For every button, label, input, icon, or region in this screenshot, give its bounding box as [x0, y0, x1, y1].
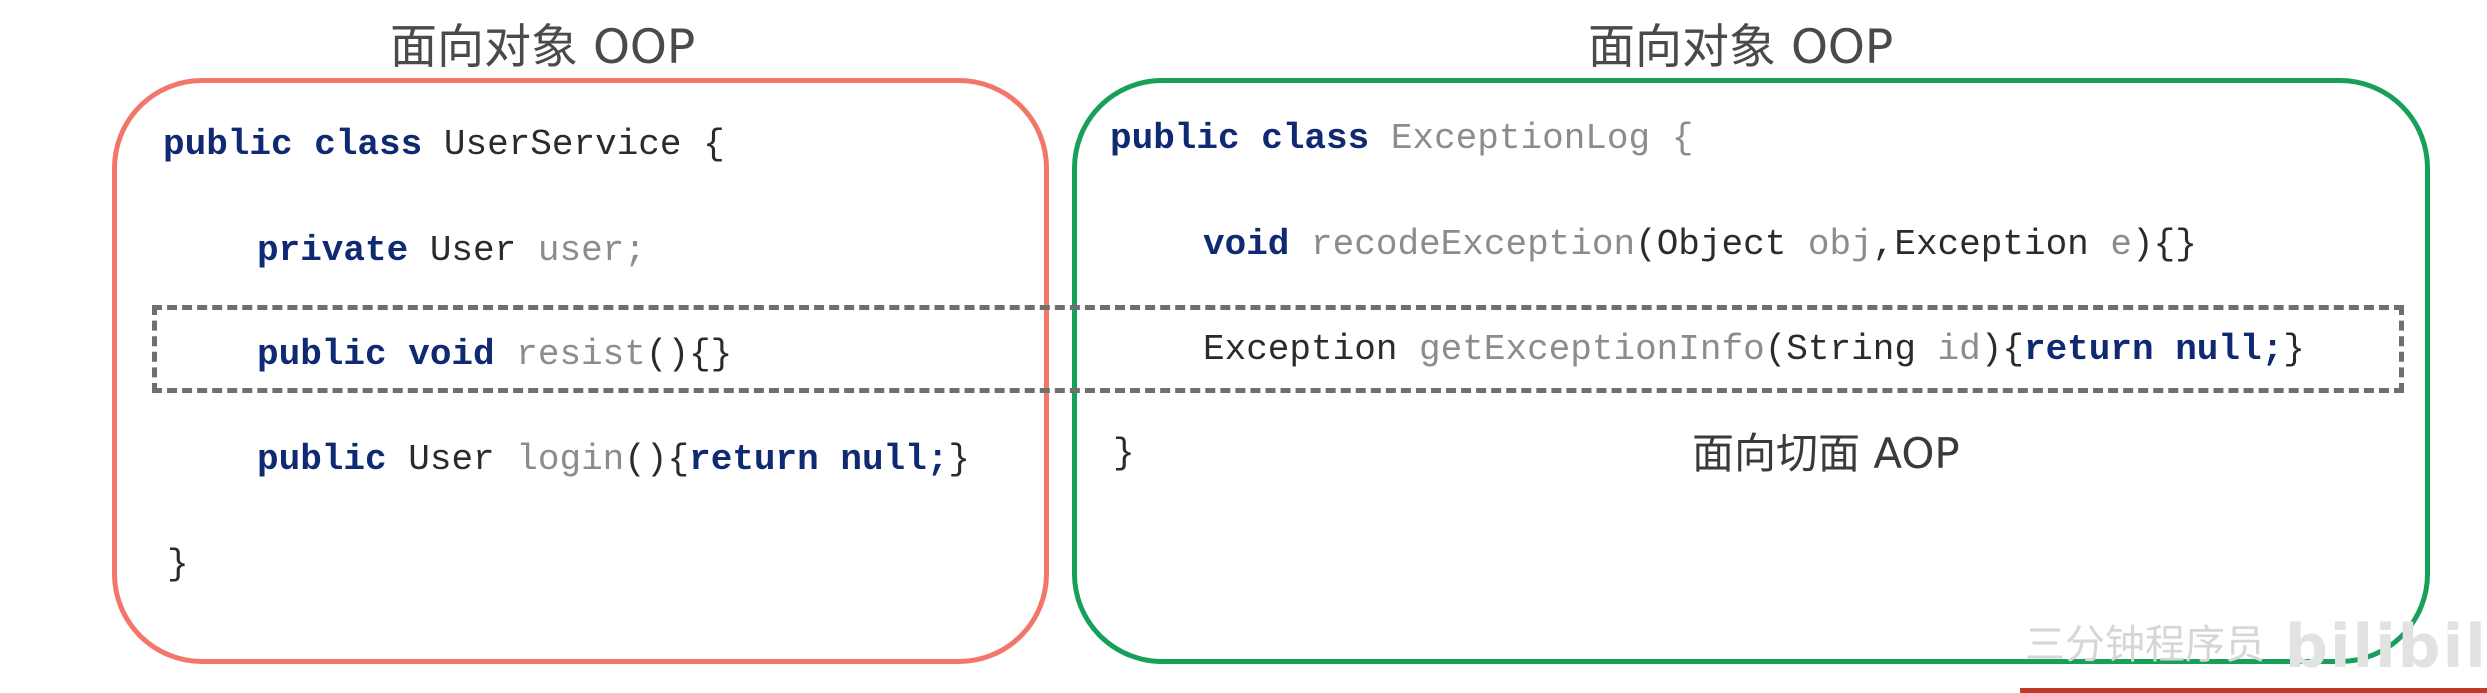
code-keyword: void	[1203, 224, 1312, 265]
code-keyword: return null;	[689, 439, 949, 480]
exception-log-class-box	[1072, 78, 2430, 664]
code-token: }	[167, 544, 189, 585]
code-member-name: e	[2110, 224, 2132, 265]
code-member-name: login	[516, 439, 625, 480]
code-keyword: public	[257, 439, 409, 480]
code-member-name: id	[1937, 329, 1981, 370]
code-token: (){	[624, 439, 690, 480]
right-oop-heading: 面向对象 OOP	[1588, 20, 1894, 75]
code-member-name: user;	[537, 230, 646, 271]
right-code-line-4: }	[1113, 436, 1135, 472]
code-token: Exception	[1203, 329, 1420, 370]
left-oop-heading: 面向对象 OOP	[390, 20, 696, 75]
code-token: User	[429, 230, 538, 271]
code-token: (String	[1764, 329, 1938, 370]
code-keyword: public void	[257, 334, 517, 375]
right-code-line-3: Exception getExceptionInfo(String id){re…	[1203, 332, 2305, 368]
code-token: ){}	[2131, 224, 2197, 265]
left-code-line-4: public User login(){return null;}	[257, 442, 970, 478]
code-member-name: ExceptionLog {	[1390, 118, 1694, 159]
code-token: }	[1113, 433, 1135, 474]
code-token: ){	[1980, 329, 2024, 370]
code-keyword: public class	[1110, 118, 1391, 159]
code-token: UserService {	[443, 124, 725, 165]
right-code-line-2: void recodeException(Object obj,Exceptio…	[1203, 227, 2197, 263]
left-code-line-5: }	[167, 547, 189, 583]
code-keyword: private	[257, 230, 430, 271]
user-service-class-box	[112, 78, 1049, 664]
code-member-name: recodeException	[1311, 224, 1636, 265]
code-token: }	[948, 439, 970, 480]
aop-label: 面向切面 AOP	[1692, 429, 1960, 478]
right-code-line-1: public class ExceptionLog {	[1110, 121, 1693, 157]
aop-cross-cutting-dashed-box	[152, 305, 2404, 393]
code-token: (Object	[1635, 224, 1808, 265]
code-keyword: public class	[163, 124, 444, 165]
code-token: }	[2283, 329, 2305, 370]
left-code-line-1: public class UserService {	[163, 127, 725, 163]
code-token: User	[408, 439, 517, 480]
code-token: (){}	[645, 334, 733, 375]
left-code-line-2: private User user;	[257, 233, 646, 269]
bilibili-logo: bilibili	[2285, 612, 2487, 682]
code-member-name: obj	[1807, 224, 1873, 265]
code-token: ,Exception	[1872, 224, 2111, 265]
code-member-name: getExceptionInfo	[1419, 329, 1765, 370]
channel-watermark: 三分钟程序员	[2025, 622, 2265, 668]
code-member-name: resist	[516, 334, 646, 375]
code-keyword: return null;	[2023, 329, 2284, 370]
left-code-line-3: public void resist(){}	[257, 337, 732, 373]
bottom-accent-bar	[2020, 688, 2487, 693]
